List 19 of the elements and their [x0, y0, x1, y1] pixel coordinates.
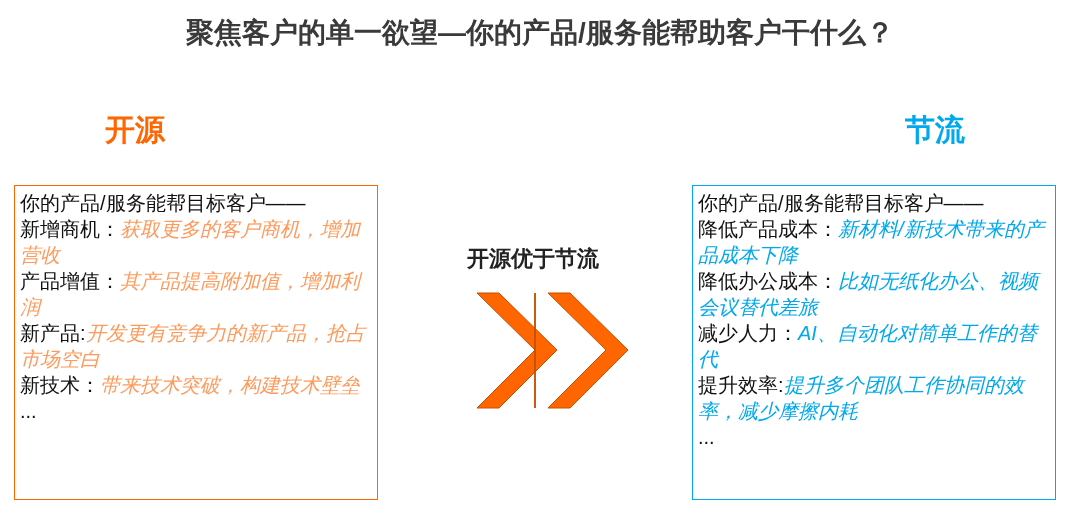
text-line: 减少人力：AI、自动化对简单工作的替代 [698, 321, 1040, 372]
text-box [692, 185, 1056, 500]
double-chevron-arrow [476, 292, 629, 409]
text-line: ... [20, 399, 38, 424]
text-line: 新技术：带来技术突破，构建技术壁垒 [20, 373, 361, 398]
text-line: 降低产品成本：新材料/新技术带来的产品成本下降 [698, 216, 1050, 268]
text-line: 你的产品/服务能帮目标客户—— [20, 191, 307, 216]
text-line: 你的产品/服务能帮目标客户—— [698, 191, 985, 216]
text-line: 新产品:开发更有竞争力的新产品，抢占市场空白 [20, 321, 368, 372]
text-line: 新增商机：获取更多的客户商机，增加营收 [20, 217, 362, 268]
text-line: 提升效率:提升多个团队工作协同的效率，减少摩擦内耗 [698, 373, 1027, 424]
text-line: 产品增值：其产品提高附加值，增加利润 [20, 268, 372, 320]
title: 聚焦客户的单一欲望—你的产品/服务能帮助客户干什么？ [185, 16, 895, 50]
text-box [14, 185, 378, 500]
heading: 开源 [104, 112, 167, 148]
text-line: ... [698, 425, 716, 450]
edge-label: 开源优于节流 [467, 245, 599, 273]
text-line: 降低办公成本：比如无纸化办公、视频会议替代差旅 [698, 268, 1050, 320]
heading: 节流 [903, 112, 966, 148]
